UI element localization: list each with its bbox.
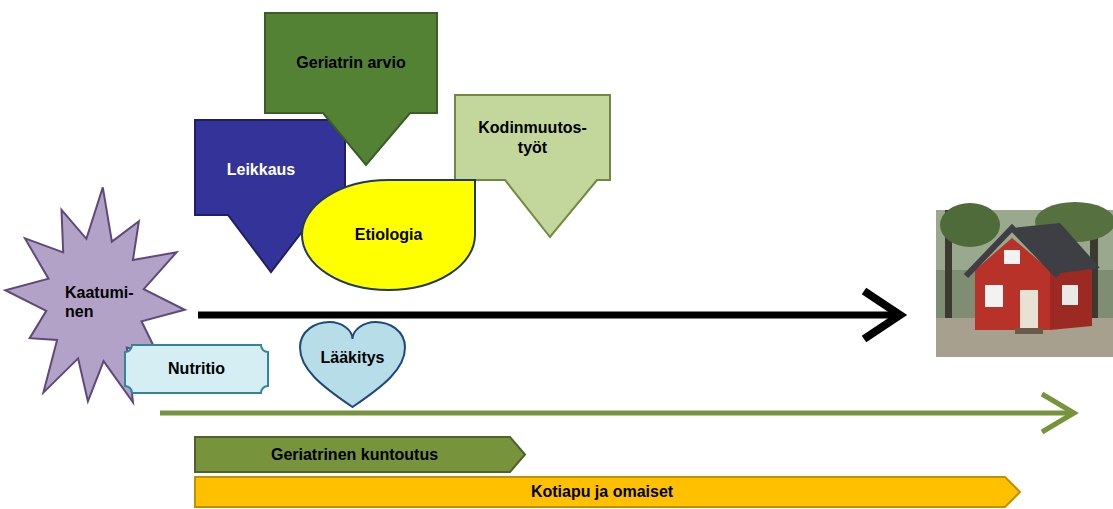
timeline-arrowhead — [864, 291, 900, 339]
node-label: Kodinmuutos- työt — [463, 118, 602, 156]
etiology-teardrop: Etiologia — [302, 180, 475, 290]
medication-heart-outline — [300, 322, 405, 407]
house-photo — [936, 202, 1113, 357]
text-area: Kaatumi- nen — [65, 278, 147, 326]
house-front-wall — [975, 270, 1050, 330]
care-timeline — [160, 411, 1072, 416]
tree-foliage — [940, 203, 1000, 247]
rehabilitation-band-outline — [195, 437, 525, 472]
house-roof-edge — [966, 228, 1058, 276]
node-label: Geriatrinen kuntoutus — [271, 445, 438, 464]
home-modification-arrow-outline — [455, 95, 610, 237]
home-help-band-outline — [195, 477, 1020, 507]
text-area: Kotiapu ja omaiset — [199, 477, 1005, 507]
text-area: Nutritio — [133, 349, 260, 389]
text-area: Geriatrinen kuntoutus — [199, 437, 510, 472]
node-label: Kaatumi- nen — [65, 283, 147, 321]
rehabilitation-band: Geriatrinen kuntoutus — [195, 437, 525, 472]
home-help-band: Kotiapu ja omaiset — [195, 477, 1020, 507]
text-area: Lääkitys — [310, 340, 395, 376]
node-label: Lääkitys — [320, 348, 384, 367]
assessment-arrow: Geriatrin arvio — [265, 13, 437, 165]
timeline-arrow — [198, 312, 896, 319]
node-shape — [455, 95, 610, 237]
text-area: Leikkaus — [201, 132, 321, 208]
text-area: Etiologia — [322, 205, 455, 265]
node-label: Geriatrin arvio — [296, 53, 405, 72]
house-step — [1015, 328, 1043, 334]
medication-heart: Lääkitys — [300, 322, 405, 407]
house-window — [1062, 285, 1078, 305]
text-area: Geriatrin arvio — [271, 17, 431, 109]
nutrition-plaque: Nutritio — [125, 345, 268, 393]
house-window — [1004, 250, 1020, 264]
home-modification-arrow: Kodinmuutos- työt — [455, 95, 610, 237]
node-label: Leikkaus — [227, 160, 295, 179]
house-door — [1020, 290, 1038, 330]
node-label: Nutritio — [168, 359, 225, 378]
node-label: Kotiapu ja omaiset — [531, 482, 673, 501]
node-shape — [265, 13, 437, 165]
node-label: Etiologia — [355, 225, 423, 244]
etiology-teardrop-outline — [302, 180, 475, 290]
text-area: Kodinmuutos- työt — [463, 99, 602, 176]
care-timeline-arrowhead — [1042, 394, 1074, 432]
nutrition-plaque-outline — [125, 345, 268, 393]
house-roof — [1012, 223, 1100, 274]
house-window — [985, 285, 1003, 307]
